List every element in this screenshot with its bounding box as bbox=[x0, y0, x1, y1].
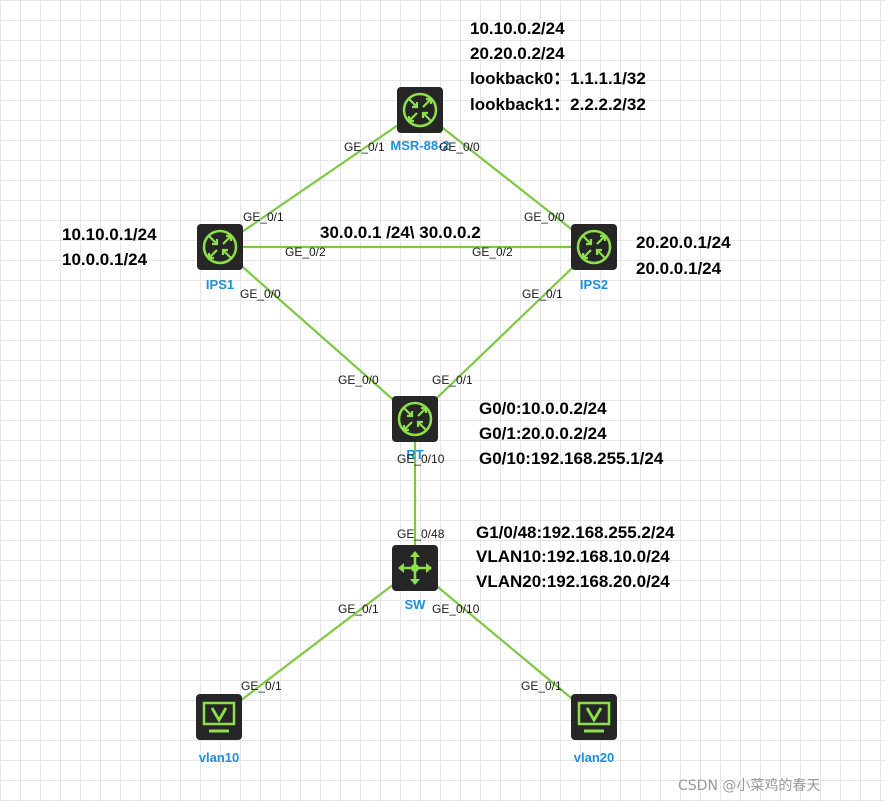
msr-loopback-line: lookback1：2.2.2.2/32 bbox=[470, 95, 646, 114]
device-msr[interactable]: MSR-88-2 bbox=[390, 85, 450, 153]
device-label-rt: RT bbox=[406, 447, 423, 462]
host-icon bbox=[194, 692, 244, 742]
rt-ip-line: G0/1:20.0.0.2/24 bbox=[479, 424, 607, 443]
port-label: GE_0/1 bbox=[344, 140, 385, 154]
device-ips2[interactable]: IPS2 bbox=[569, 222, 619, 292]
port-label: GE_0/10 bbox=[432, 602, 480, 616]
device-vlan20[interactable]: vlan20 bbox=[569, 692, 619, 765]
link-ips2-rt bbox=[414, 246, 595, 420]
ips2-ip-line: 20.0.0.1/24 bbox=[636, 259, 722, 278]
ip-annotations: 10.10.0.2/24 20.20.0.2/24 lookback0：1.1.… bbox=[62, 19, 731, 591]
port-label: GE_0/0 bbox=[439, 140, 480, 154]
device-label-vlan10: vlan10 bbox=[199, 750, 239, 765]
links bbox=[218, 109, 595, 718]
port-labels: GE_0/1 GE_0/0 GE_0/1 GE_0/2 GE_0/0 GE_0/… bbox=[240, 140, 565, 693]
msr-ip-line: 10.10.0.2/24 bbox=[470, 19, 565, 38]
port-label: GE_0/1 bbox=[243, 210, 284, 224]
msr-ip-line: 20.20.0.2/24 bbox=[470, 44, 565, 63]
device-label-sw: SW bbox=[405, 597, 427, 612]
watermark: CSDN @小菜鸡的春天 bbox=[678, 777, 820, 794]
switch-icon bbox=[390, 543, 440, 593]
device-label-msr: MSR-88-2 bbox=[390, 138, 449, 153]
device-label-vlan20: vlan20 bbox=[574, 750, 614, 765]
host-icon bbox=[569, 692, 619, 742]
port-label: GE_0/1 bbox=[522, 287, 563, 301]
router-icon bbox=[390, 394, 440, 444]
device-vlan10[interactable]: vlan10 bbox=[194, 692, 244, 765]
port-label: GE_0/1 bbox=[521, 679, 562, 693]
link-ips1-rt bbox=[219, 246, 416, 420]
port-label: GE_0/10 bbox=[397, 452, 445, 466]
router-icon bbox=[395, 85, 445, 135]
link-sw-vlan20 bbox=[414, 567, 595, 718]
sw-vlan-line: VLAN20:192.168.20.0/24 bbox=[476, 572, 670, 591]
port-label: GE_0/0 bbox=[240, 287, 281, 301]
rt-ip-line: G0/10:192.168.255.1/24 bbox=[479, 449, 664, 468]
port-label: GE_0/1 bbox=[241, 679, 282, 693]
device-label-ips2: IPS2 bbox=[580, 277, 608, 292]
msr-loopback-line: lookback0：1.1.1.1/32 bbox=[470, 69, 646, 88]
device-ips1[interactable]: IPS1 bbox=[195, 222, 245, 292]
ips1-ip-line: 10.0.0.1/24 bbox=[62, 250, 148, 269]
device-label-ips1: IPS1 bbox=[206, 277, 234, 292]
device-sw[interactable]: SW bbox=[390, 543, 440, 612]
ips1-ip-line: 10.10.0.1/24 bbox=[62, 225, 157, 244]
port-label: GE_0/2 bbox=[472, 245, 513, 259]
router-icon bbox=[195, 222, 245, 272]
device-rt[interactable]: RT bbox=[390, 394, 440, 462]
ips2-ip-line: 20.20.0.1/24 bbox=[636, 233, 731, 252]
rt-ip-line: G0/0:10.0.0.2/24 bbox=[479, 399, 607, 418]
link-msr-ips2 bbox=[419, 109, 595, 248]
sw-vlan-line: VLAN10:192.168.10.0/24 bbox=[476, 547, 670, 566]
port-label: GE_0/0 bbox=[524, 210, 565, 224]
router-icon bbox=[569, 222, 619, 272]
port-label: GE_0/1 bbox=[338, 602, 379, 616]
sw-ip-line: G1/0/48:192.168.255.2/24 bbox=[476, 523, 675, 542]
link-msr-ips1 bbox=[219, 109, 421, 248]
port-label: GE_0/2 bbox=[285, 245, 326, 259]
port-label: GE_0/1 bbox=[432, 373, 473, 387]
link-sw-vlan10 bbox=[218, 567, 416, 718]
ips-link-subnet: 30.0.0.1 /24\ 30.0.0.2 bbox=[320, 223, 481, 242]
port-label: GE_0/48 bbox=[397, 527, 445, 541]
port-label: GE_0/0 bbox=[338, 373, 379, 387]
